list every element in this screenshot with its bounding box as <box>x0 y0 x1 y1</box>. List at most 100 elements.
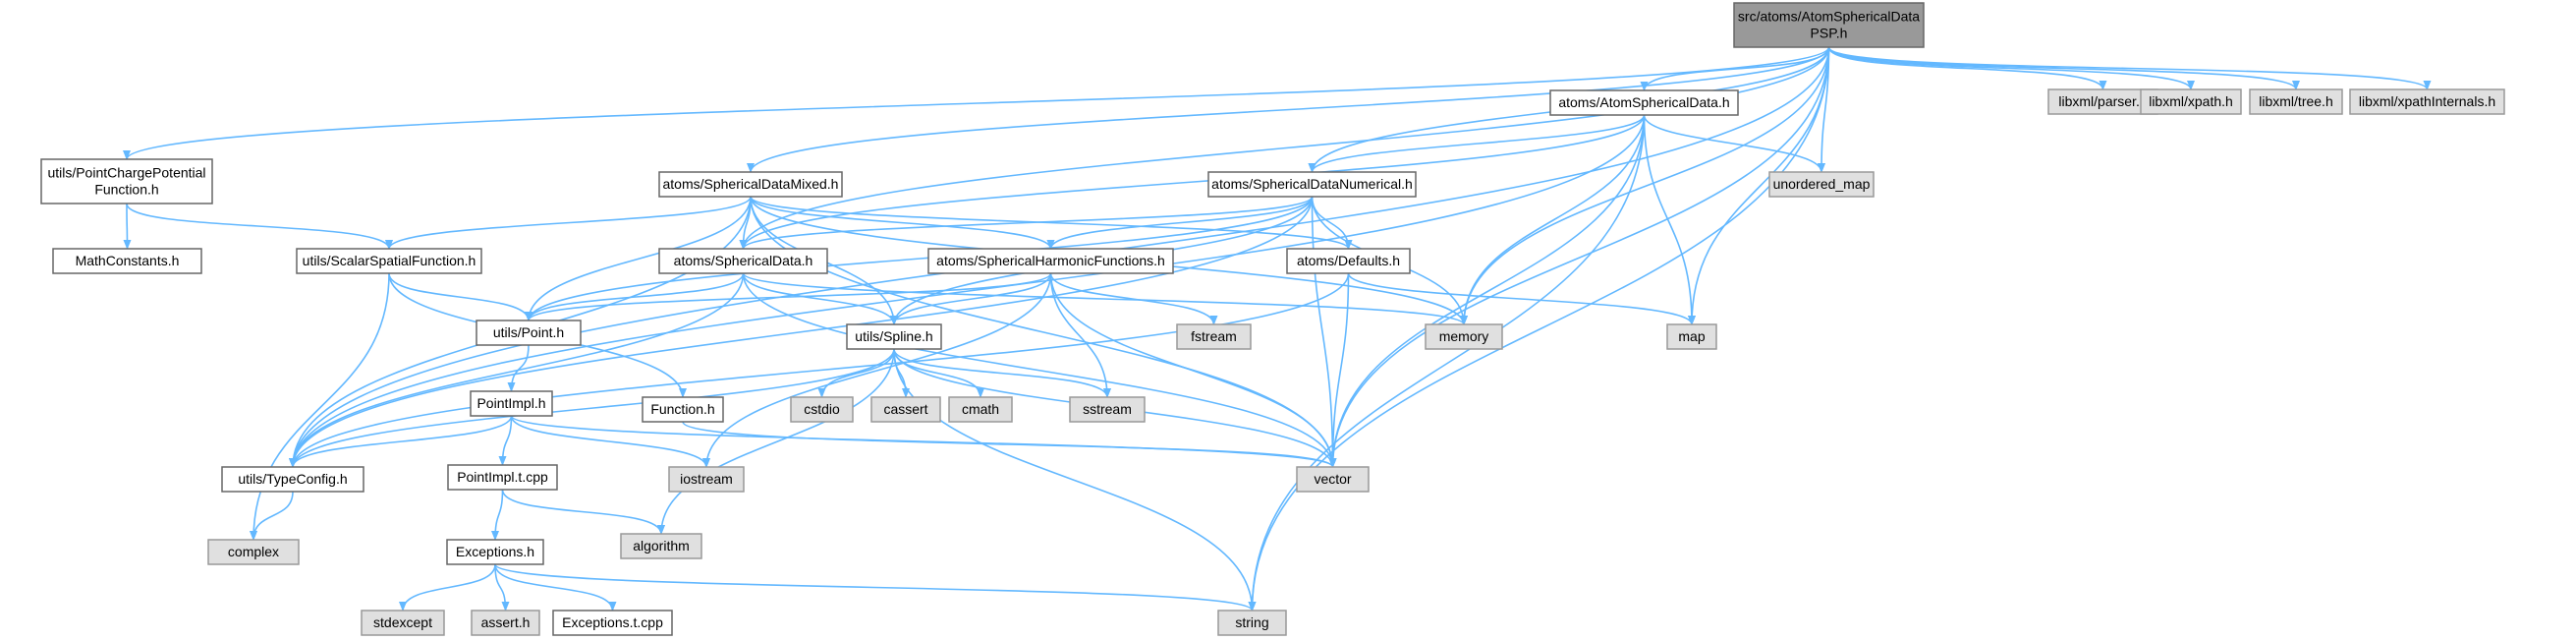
node-box-libxmlxpathint <box>2349 88 2505 115</box>
node-cassert[interactable]: cassert <box>870 396 941 423</box>
node-label-string-line-0: string <box>1235 614 1268 630</box>
node-box-cmath <box>948 396 1013 423</box>
node-box-exceptions <box>446 539 544 565</box>
node-label-mathconstants-line-0: MathConstants.h <box>76 253 180 268</box>
node-pointimpltcpp[interactable]: PointImpl.t.cpp <box>447 464 558 491</box>
edge-spline-to-cstdio <box>817 348 895 398</box>
node-box-map <box>1666 323 1717 350</box>
edge-sphharmonic-to-fstream <box>1049 272 1218 325</box>
node-typeconfig[interactable]: utils/TypeConfig.h <box>221 466 364 493</box>
node-string[interactable]: string <box>1217 610 1287 636</box>
edge-sphnumerical-to-point <box>525 196 1314 321</box>
node-sphharmonic[interactable]: atoms/SphericalHarmonicFunctions.h <box>927 248 1174 274</box>
node-mathconstants[interactable]: MathConstants.h <box>52 248 202 274</box>
node-vector[interactable]: vector <box>1296 466 1370 493</box>
node-spline[interactable]: utils/Spline.h <box>846 323 942 350</box>
edge-scalarspatial-to-complex <box>250 272 390 541</box>
node-scalarspatial[interactable]: utils/ScalarSpatialFunction.h <box>296 248 482 274</box>
node-box-fstream <box>1176 323 1252 350</box>
node-pointimpl[interactable]: PointImpl.h <box>470 390 553 417</box>
node-box-function <box>642 396 724 423</box>
node-label-fstream-line-0: fstream <box>1191 328 1237 344</box>
node-label-libxmlxpath-line-0: libxml/xpath.h <box>2149 93 2233 109</box>
node-box-vector <box>1296 466 1370 493</box>
node-label-unorderedmap-line-0: unordered_map <box>1773 176 1871 192</box>
node-iostream[interactable]: iostream <box>668 466 745 493</box>
edge-atomsphericaldata-to-memory <box>1460 114 1646 325</box>
node-sphmixed[interactable]: atoms/SphericalDataMixed.h <box>658 171 843 198</box>
node-function[interactable]: Function.h <box>642 396 724 423</box>
edge-pointimpl-to-iostream <box>510 415 710 468</box>
edge-function-to-vector <box>682 421 1337 468</box>
edge-defaults-to-map <box>1347 272 1696 325</box>
node-cstdio[interactable]: cstdio <box>790 396 854 423</box>
edge-exceptions-to-string <box>494 563 1257 612</box>
edge-atomsphericaldata-to-typeconfig <box>289 114 1646 468</box>
node-label-function-line-0: Function.h <box>650 401 714 417</box>
edge-exceptions-to-asserth <box>494 563 510 612</box>
edge-sphnumerical-to-sphdata <box>739 196 1314 250</box>
edge-pointcharge-to-mathconstants <box>123 203 132 250</box>
node-box-sstream <box>1069 396 1146 423</box>
edge-spline-to-string <box>893 348 1257 612</box>
node-stdexcept[interactable]: stdexcept <box>361 610 445 636</box>
edge-atomsphericaldata-to-unorderedmap <box>1643 114 1825 173</box>
edge-typeconfig-to-complex <box>250 491 294 541</box>
node-box-libxmlxpath <box>2140 88 2242 115</box>
node-box-spline <box>846 323 942 350</box>
node-sphnumerical[interactable]: atoms/SphericalDataNumerical.h <box>1207 171 1417 198</box>
node-label-pointcharge-line-0: utils/PointChargePotential <box>47 165 205 181</box>
node-label-asserth-line-0: assert.h <box>481 614 531 630</box>
edge-root-to-libxmlxpath <box>1827 46 2195 90</box>
node-libxmlparser[interactable]: libxml/parser.h <box>2047 88 2158 115</box>
edge-pointimpltcpp-to-algorithm <box>501 489 665 535</box>
node-exceptions[interactable]: Exceptions.h <box>446 539 544 565</box>
edge-sphharmonic-to-vector <box>1049 272 1337 468</box>
edge-exceptions-to-stdexcept <box>399 563 496 612</box>
node-libxmlxpath[interactable]: libxml/xpath.h <box>2140 88 2242 115</box>
node-box-defaults <box>1286 248 1411 274</box>
node-point[interactable]: utils/Point.h <box>476 320 582 346</box>
edge-root-to-vector <box>1328 46 1830 468</box>
edge-sphnumerical-to-typeconfig <box>289 196 1314 468</box>
node-libxmltree[interactable]: libxml/tree.h <box>2249 88 2343 115</box>
node-label-pointcharge-line-1: Function.h <box>94 182 158 198</box>
node-label-pointimpltcpp-line-0: PointImpl.t.cpp <box>457 469 548 485</box>
node-exceptionstcpp[interactable]: Exceptions.t.cpp <box>552 610 673 636</box>
edge-sphdata-to-point <box>525 272 745 321</box>
node-sstream[interactable]: sstream <box>1069 396 1146 423</box>
node-libxmlxpathint[interactable]: libxml/xpathInternals.h <box>2349 88 2505 115</box>
node-atomsphericaldata[interactable]: atoms/AtomSphericalData.h <box>1549 89 1739 116</box>
node-unorderedmap[interactable]: unordered_map <box>1768 171 1875 198</box>
edge-root-to-memory <box>1460 46 1830 325</box>
node-label-atomsphericaldata-line-0: atoms/AtomSphericalData.h <box>1558 94 1729 110</box>
node-memory[interactable]: memory <box>1425 323 1503 350</box>
node-label-root-line-1: PSP.h <box>1811 26 1848 41</box>
node-asserth[interactable]: assert.h <box>471 610 540 636</box>
node-box-stdexcept <box>361 610 445 636</box>
node-label-memory-line-0: memory <box>1439 328 1489 344</box>
edge-pointimpltcpp-to-exceptions <box>491 489 504 541</box>
node-map[interactable]: map <box>1666 323 1717 350</box>
node-box-sphnumerical <box>1207 171 1417 198</box>
node-complex[interactable]: complex <box>207 539 300 565</box>
edge-spline-to-algorithm <box>657 348 895 535</box>
edge-point-to-pointimpl <box>507 344 530 392</box>
node-cmath[interactable]: cmath <box>948 396 1013 423</box>
node-sphdata[interactable]: atoms/SphericalData.h <box>658 248 828 274</box>
edge-root-to-string <box>1248 46 1830 612</box>
node-label-sphdata-line-0: atoms/SphericalData.h <box>674 253 813 268</box>
node-label-vector-line-0: vector <box>1314 471 1351 487</box>
edge-sphharmonic-to-point <box>525 272 1052 321</box>
node-fstream[interactable]: fstream <box>1176 323 1252 350</box>
node-label-sstream-line-0: sstream <box>1083 401 1132 417</box>
node-defaults[interactable]: atoms/Defaults.h <box>1286 248 1411 274</box>
node-label-iostream-line-0: iostream <box>680 471 733 487</box>
node-box-cassert <box>870 396 941 423</box>
node-label-sphharmonic-line-0: atoms/SphericalHarmonicFunctions.h <box>936 253 1165 268</box>
node-algorithm[interactable]: algorithm <box>620 533 702 559</box>
edge-spline-to-sstream <box>893 348 1111 398</box>
edge-sphharmonic-to-spline <box>890 272 1052 325</box>
